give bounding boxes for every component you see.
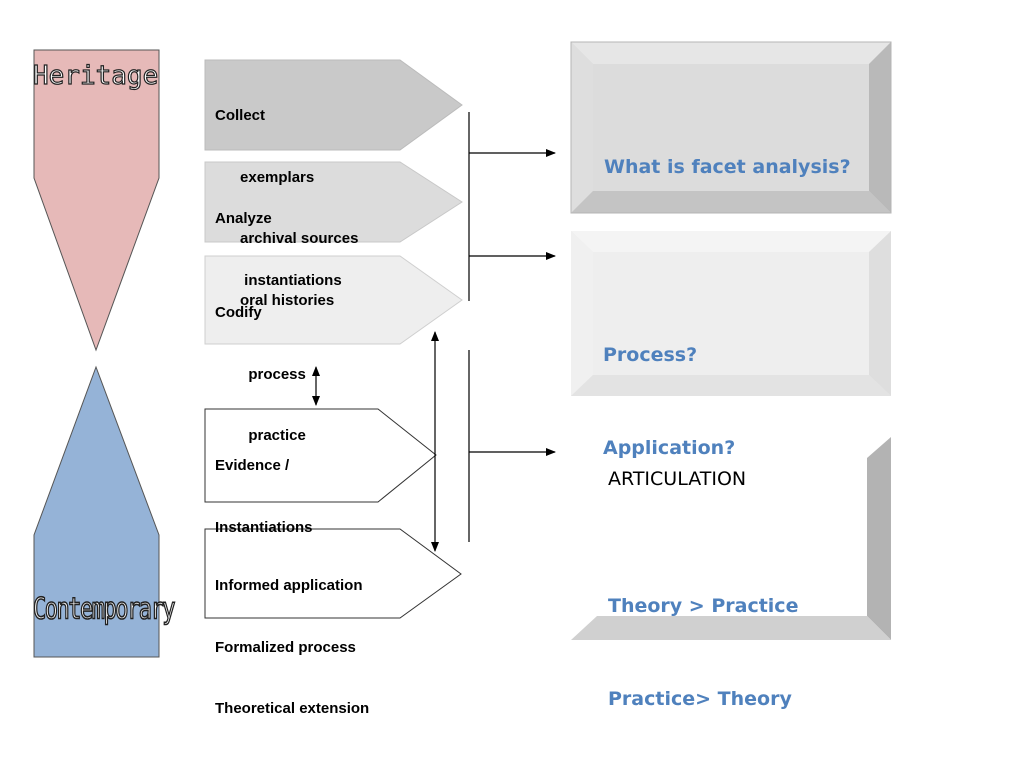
heritage-label: Heritage xyxy=(32,60,159,91)
step-informed-line-3: Theoretical extension xyxy=(215,700,370,717)
step-collect-line-1: Collect xyxy=(215,107,266,124)
facet-question-line: What is facet analysis? xyxy=(604,156,851,178)
process-box xyxy=(571,231,891,396)
step-evidence-line-2: Instantiations xyxy=(215,518,313,536)
step-codify-text: Codify process practice xyxy=(215,262,306,467)
facet-question: What is facet analysis? xyxy=(604,90,851,214)
step-collect-line-2: exemplars xyxy=(215,168,315,186)
chevron-codify xyxy=(204,255,463,345)
process-question-line-1: Process? xyxy=(603,344,698,366)
articulation-heading: ARTICULATION xyxy=(608,468,747,490)
step-analyze-line-1: Analyze xyxy=(215,210,272,227)
contemporary-label: Contemporary xyxy=(32,592,176,627)
step-codify-line-1: Codify xyxy=(215,304,262,321)
contemporary-shape xyxy=(33,365,160,658)
process-question-line-2: Application? xyxy=(603,437,736,459)
step-evidence-text: Evidence / Instantiations xyxy=(215,415,313,559)
step-evidence-line-1: Evidence / xyxy=(215,457,290,474)
heritage-shape xyxy=(33,49,160,352)
chevron-informed xyxy=(204,528,462,619)
step-collect-text: Collect exemplars archival sources oral … xyxy=(215,65,358,332)
articulation-lines: Theory > Practice Practice> Theory xyxy=(608,529,798,746)
process-questions: Process? Application? xyxy=(603,278,735,495)
step-analyze-line-2: instantiations xyxy=(215,271,342,289)
step-codify-line-3: practice xyxy=(215,427,306,444)
facet-box xyxy=(570,41,892,214)
chevron-evidence xyxy=(204,408,437,503)
step-analyze-text: Analyze instantiations xyxy=(215,168,342,312)
step-codify-line-2: process xyxy=(215,365,306,383)
articulation-line-2: Practice> Theory xyxy=(608,688,792,710)
articulation-line-1: Theory > Practice xyxy=(608,595,799,617)
chevron-collect xyxy=(204,59,463,151)
step-collect-line-4: oral histories xyxy=(215,291,335,309)
articulation-box xyxy=(571,437,891,640)
step-informed-text: Informed application Formalized process … xyxy=(215,535,369,740)
step-collect-line-3: archival sources xyxy=(215,230,359,247)
step-informed-line-2: Formalized process xyxy=(215,638,356,656)
step-informed-line-1: Informed application xyxy=(215,577,363,594)
chevron-analyze xyxy=(204,161,463,243)
